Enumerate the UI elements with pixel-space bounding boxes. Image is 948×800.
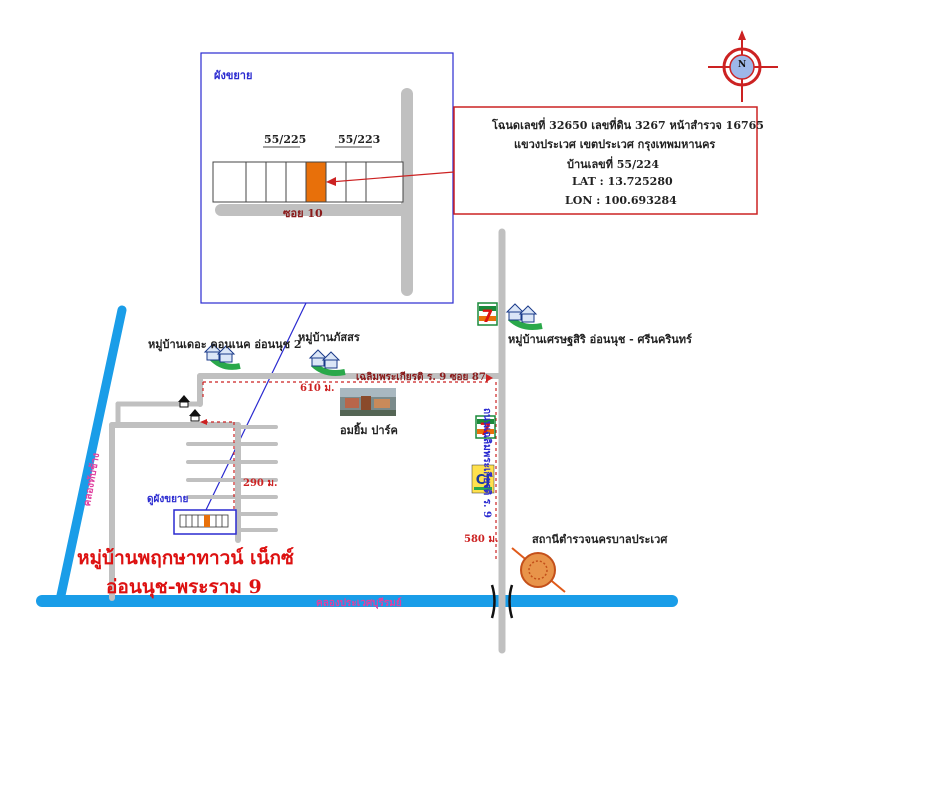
info-lat: LAT : 13.725280 (572, 175, 673, 188)
inset-plots (212, 146, 404, 203)
park-photo (340, 388, 396, 416)
temple-icon (189, 409, 201, 422)
house-icon (203, 343, 241, 370)
label-police: สถานีตำรวจนครบาลประเวศ (532, 533, 668, 546)
plot-label-left: 55/225 (264, 133, 307, 146)
project-name-line2: อ่อนนุช-พระราม 9 (106, 576, 262, 598)
bridge-icon (490, 584, 514, 619)
label-village-connect: หมู่บ้านเดอะ คอนเนค อ่อนนุช 2 (148, 338, 302, 351)
house-icon (308, 349, 346, 376)
label-road-vertical: ถนนเฉลิมพระเกียรติ ร. 9 (481, 408, 492, 518)
svg-text:CJ: CJ (476, 473, 490, 488)
info-box-frame (453, 106, 758, 215)
info-line3: บ้านเลขที่ 55/224 (567, 158, 660, 171)
label-village-phatsorn: หมู่บ้านภัสสร (298, 331, 360, 344)
temple-icon (178, 395, 190, 408)
cj-express-icon: CJ (471, 464, 495, 494)
house-icon (505, 303, 543, 330)
roads (109, 228, 506, 654)
7-eleven-icon: 7 (475, 415, 496, 440)
label-park: อมยิ้ม ปาร์ค (340, 424, 398, 437)
plot-label-right: 55/223 (338, 133, 381, 146)
inset-title: ผังขยาย (214, 69, 253, 82)
compass-label: N (738, 60, 747, 70)
info-lon: LON : 100.693284 (565, 194, 677, 207)
target-plot (305, 161, 327, 203)
svg-text:7: 7 (480, 420, 492, 440)
inset-road-vertical (401, 88, 413, 296)
label-canal-horizontal: คลองประเวศบุรีรมย์ (316, 598, 402, 609)
label-road-chalerm: เฉลิมพระเกียรติ ร. 9 ซอย 87 (356, 372, 486, 383)
soi-label: ซอย 10 (283, 207, 323, 220)
label-see-inset: ดูผังขยาย (147, 494, 189, 505)
key-plan (173, 509, 237, 535)
7-eleven-icon: 7 (477, 302, 498, 327)
canal-vertical (55, 305, 127, 605)
info-line1: โฉนดเลขที่ 32650 เลขที่ดิน 3267 หน้าสำรว… (492, 119, 764, 132)
project-name-line1: หมู่บ้านพฤกษาทาวน์ เน็กซ์ (77, 547, 294, 569)
svg-text:7: 7 (482, 307, 494, 327)
label-dist-580: 580 ม. (464, 534, 499, 545)
inset-frame (200, 52, 454, 304)
distance-lines (202, 381, 497, 560)
pointer-arrow (329, 171, 455, 183)
compass-icon (708, 30, 778, 102)
police-badge-icon (511, 547, 566, 593)
inset-connector (204, 302, 307, 513)
inset-road-soi (215, 204, 411, 216)
label-village-setthasiri: หมู่บ้านเศรษฐสิริ อ่อนนุช - ศรีนครินทร์ (508, 333, 692, 346)
label-dist-290: 290 ม. (243, 478, 278, 489)
label-dist-610: 610 ม. (300, 383, 335, 394)
info-line2: แขวงประเวศ เขตประเวศ กรุงเทพมหานคร (514, 138, 716, 151)
